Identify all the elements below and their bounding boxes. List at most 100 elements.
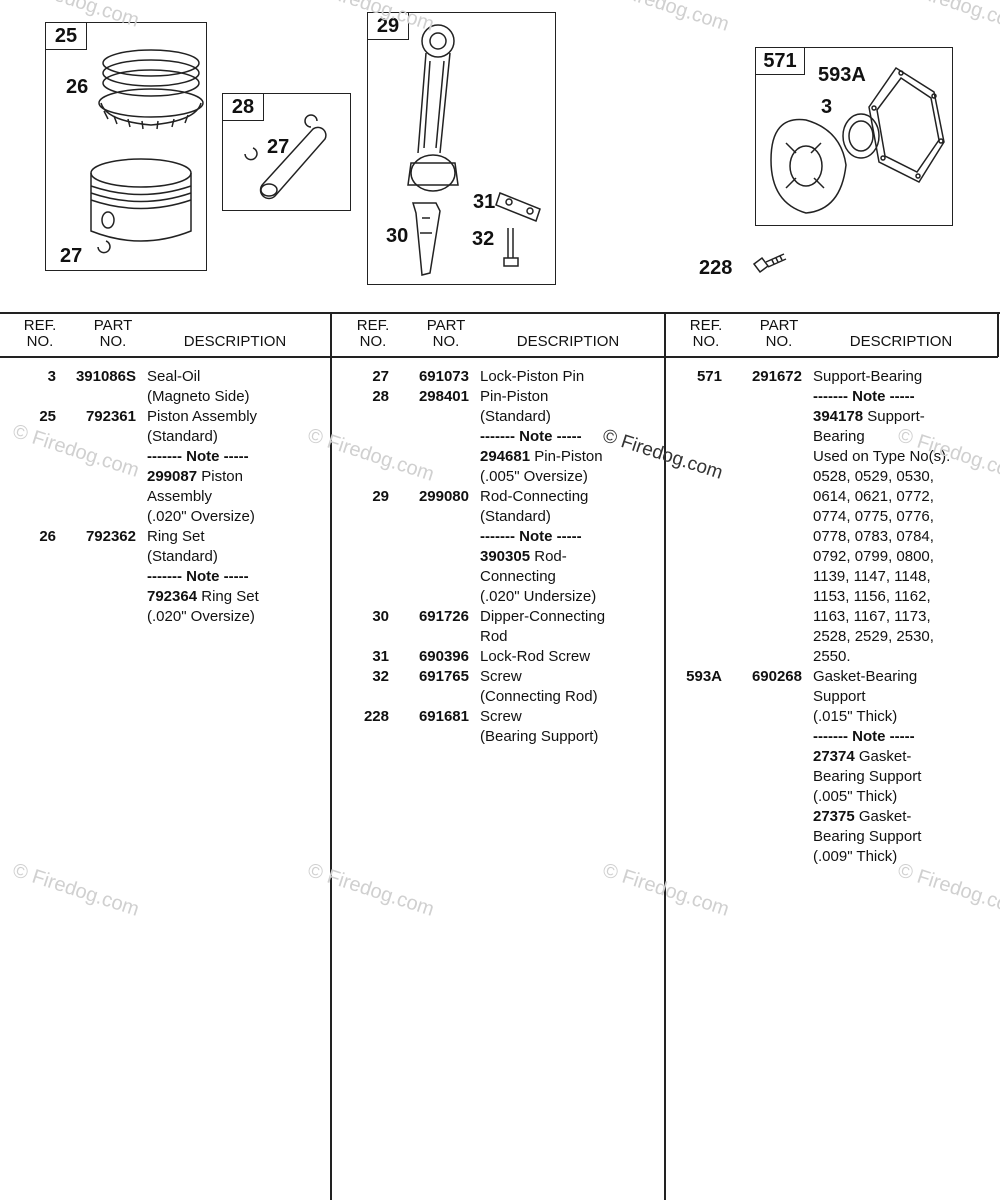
description-line: (Connecting Rod) <box>480 688 598 705</box>
part-number: 391086S <box>75 368 136 385</box>
ref-header-line1: REF. <box>689 317 723 334</box>
part-description: Piston Assembly(Standard)------- Note --… <box>147 407 257 527</box>
description-header: DESCRIPTION <box>849 333 953 350</box>
description-line: (Magneto Side) <box>147 388 250 405</box>
part-header-line2: NO. <box>432 333 460 350</box>
alternate-part-number: 299087 <box>147 468 198 485</box>
note-separator: ------- Note ----- <box>480 428 582 445</box>
part-number: 792362 <box>85 528 136 545</box>
description-line: Ring Set <box>147 528 205 545</box>
ref-header-line1: REF. <box>23 317 57 334</box>
description-line: Bearing <box>813 428 865 445</box>
description-line: Connecting <box>480 568 556 585</box>
alternate-part-text: Ring Set <box>197 588 259 605</box>
ref-header-line1: REF. <box>356 317 390 334</box>
watermark: © Firedog.com <box>599 0 732 36</box>
description-line: 1163, 1167, 1173, <box>813 608 931 625</box>
ref-header-line2: NO. <box>359 333 387 350</box>
callout-3: 3 <box>821 96 833 118</box>
part-header-line1: PART <box>426 317 466 334</box>
ref-number: 27 <box>372 368 389 385</box>
description-line: Used on Type No(s). <box>813 448 951 465</box>
piston-pin-box: 28 27 <box>222 93 351 211</box>
alternate-part-text: Pin-Piston <box>530 448 603 465</box>
description-line: (Standard) <box>480 508 551 525</box>
bearing-support-screw-drawing <box>752 253 787 274</box>
description-line: (Standard) <box>147 428 218 445</box>
part-header-line1: PART <box>93 317 133 334</box>
description-line: (Standard) <box>147 548 218 565</box>
part-number: 299080 <box>418 488 469 505</box>
part-description: Screw(Bearing Support) <box>480 707 598 747</box>
part-number: 690268 <box>751 668 802 685</box>
piston-pin-drawing <box>244 114 327 200</box>
description-line: 0792, 0799, 0800, <box>813 548 934 565</box>
description-line: (.009" Thick) <box>813 848 898 865</box>
ref-number: 26 <box>39 528 56 545</box>
description-line: Rod-Connecting <box>480 488 589 505</box>
description-line: (.005" Oversize) <box>480 468 588 485</box>
alternate-part-number: 394178 <box>813 408 864 425</box>
alternate-part-number: 27374 <box>813 748 855 765</box>
description-line: Dipper-Connecting <box>480 608 606 625</box>
part-header-line1: PART <box>759 317 799 334</box>
callout-31: 31 <box>473 191 496 213</box>
part-description: Screw (Connecting Rod) <box>480 667 598 707</box>
ref-number: 593A <box>686 668 722 685</box>
part-description: Lock-Piston Pin <box>480 367 584 387</box>
alternate-part-text: Rod- <box>530 548 567 565</box>
description-header: DESCRIPTION <box>183 333 287 350</box>
connecting-rod-drawing <box>407 24 541 276</box>
description-line: Gasket-Bearing <box>813 668 918 685</box>
ref-number: 228 <box>363 708 389 725</box>
callout-30: 30 <box>386 225 409 247</box>
alternate-part-text: Piston <box>197 468 243 485</box>
part-number: 291672 <box>751 368 802 385</box>
part-row: 571 291672 Support-Bearing ------- Note ---… <box>666 367 996 667</box>
description-line: (.005" Thick) <box>813 788 898 805</box>
description-line: (Standard) <box>480 408 551 425</box>
description-line: Lock-Rod Screw <box>480 648 591 665</box>
alternate-part-line: 27375 Gasket- <box>813 807 921 827</box>
ref-number: 571 <box>696 368 722 385</box>
callout-593a: 593A <box>818 64 866 86</box>
parts-column-3: 571 291672 Support-Bearing ------- Note ---… <box>666 367 996 1187</box>
alternate-part-text: Gasket- <box>854 748 912 765</box>
alternate-part-number: 294681 <box>480 448 531 465</box>
bearing-support-box: 571 593A 3 <box>755 47 953 226</box>
description-line: Bearing Support <box>813 828 922 845</box>
ref-number: 28 <box>372 388 389 405</box>
part-number: 691073 <box>418 368 469 385</box>
alternate-part-number: 27375 <box>813 808 855 825</box>
ref-tag-28: 28 <box>222 93 264 121</box>
table-right-border <box>997 312 999 357</box>
description-line: Screw <box>480 668 522 685</box>
note-separator: ------- Note ----- <box>813 388 915 405</box>
part-header-line2: NO. <box>99 333 127 350</box>
part-number: 690396 <box>418 648 469 665</box>
alternate-part-number: 792364 <box>147 588 198 605</box>
callout-27: 27 <box>60 245 83 267</box>
description-header: DESCRIPTION <box>516 333 620 350</box>
alternate-part-line: 390305 Rod- <box>480 547 596 567</box>
description-line: Support-Bearing <box>813 368 923 385</box>
description-line: Lock-Piston Pin <box>480 368 585 385</box>
part-description: Support-Bearing ------- Note ----- 394178 … <box>813 367 950 667</box>
ref-tag-571: 571 <box>755 47 805 75</box>
watermark: © Firedog.com <box>895 0 1000 36</box>
connecting-rod-box: 29 31 30 32 <box>367 12 556 285</box>
alternate-part-line: 394178 Support- <box>813 407 950 427</box>
callout-228: 228 <box>699 257 733 279</box>
